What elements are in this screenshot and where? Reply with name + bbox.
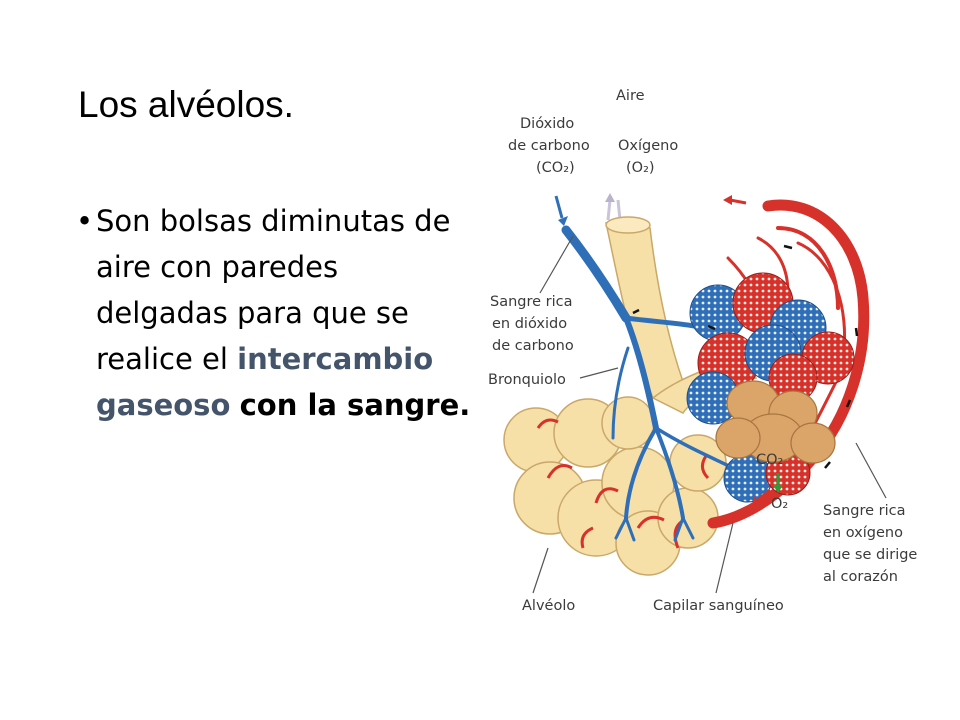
label-alveolo: Alvéolo: [522, 598, 575, 614]
bullet-text-bold: con la sangre.: [239, 388, 471, 422]
gas-exchange-arrows: [752, 473, 783, 506]
bullet-item: • Son bolsas diminutas de aire con pared…: [76, 198, 476, 428]
bullet-text-highlight: intercambio gaseoso: [96, 342, 434, 422]
alveolar-sacs: [503, 396, 727, 576]
label-dioxido-3: (CO₂): [536, 160, 575, 176]
alveoli-diagram: Aire Dióxido de carbono (CO₂) Oxígeno (O…: [488, 88, 917, 614]
leader-lines: [532, 235, 887, 594]
label-capilar: Capilar sanguíneo: [653, 598, 784, 614]
label-oxigeno-1: Oxígeno: [618, 138, 678, 154]
capillary-network: [686, 272, 855, 503]
label-sangre-co2-1: Sangre rica: [490, 294, 573, 310]
label-oxigeno-2: (O₂): [626, 160, 655, 176]
label-sangre-o2-1: Sangre rica: [823, 503, 906, 519]
flow-markers: [632, 244, 859, 469]
air-flow-arrows: [554, 193, 747, 227]
label-o2-small: O₂: [771, 496, 788, 512]
alveolar-tissue: [715, 380, 836, 464]
label-sangre-co2-3: de carbono: [492, 338, 574, 354]
label-co2-small: CO₂: [756, 452, 783, 468]
label-sangre-o2-2: en oxígeno: [823, 525, 903, 541]
slide-title: Los alvéolos.: [78, 84, 294, 125]
bullet-text: Son bolsas diminutas de aire con paredes…: [96, 198, 476, 428]
label-sangre-co2-2: en dióxido: [492, 316, 567, 332]
label-dioxido-1: Dióxido: [520, 116, 574, 132]
label-bronquiolo: Bronquiolo: [488, 372, 566, 388]
label-sangre-o2-4: al corazón: [823, 569, 898, 585]
bullet-dot-icon: •: [76, 204, 94, 238]
label-aire: Aire: [616, 88, 645, 104]
label-sangre-o2-3: que se dirige: [823, 547, 917, 563]
label-dioxido-2: de carbono: [508, 138, 590, 154]
bullet-text-plain: Son bolsas diminutas de aire con paredes…: [96, 204, 451, 376]
bullet-list: • Son bolsas diminutas de aire con pared…: [76, 198, 476, 428]
